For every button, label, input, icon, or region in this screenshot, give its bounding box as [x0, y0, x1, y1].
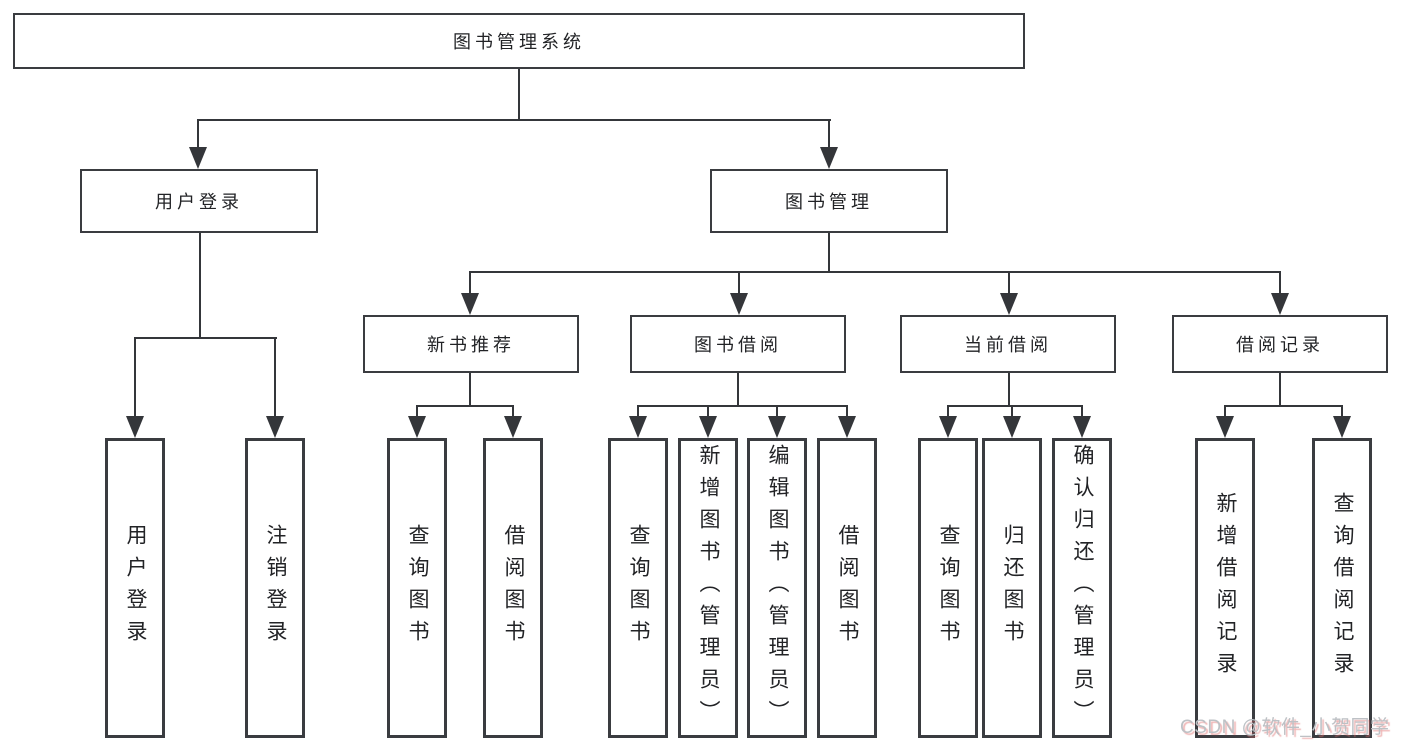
arrow-down — [1271, 293, 1289, 315]
arrow-down — [768, 416, 786, 438]
csdn-watermark: CSDN @软件_小贺同学 — [1180, 717, 1390, 738]
leaf-add-book-admin: 新增图书（管理员） — [678, 438, 738, 738]
leaf-label: 用户登录 — [124, 524, 148, 652]
connector — [469, 271, 471, 295]
connector — [199, 232, 201, 338]
connector — [512, 405, 514, 418]
leaf-label: 编辑图书（管理员） — [766, 444, 790, 732]
node-current-borrow: 当前借阅 — [900, 315, 1116, 373]
connector — [469, 371, 471, 407]
connector — [947, 405, 949, 418]
leaf-label: 确认归还（管理员） — [1071, 444, 1095, 732]
arrow-down — [629, 416, 647, 438]
arrow-down — [461, 293, 479, 315]
connector — [1224, 405, 1226, 418]
node-book-management: 图书管理 — [710, 169, 948, 233]
connector — [776, 405, 778, 418]
connector — [707, 405, 709, 418]
leaf-user-login: 用户登录 — [105, 438, 165, 738]
connector — [1279, 371, 1281, 407]
leaf-query-books-current: 查询图书 — [918, 438, 978, 738]
leaf-return-book: 归还图书 — [982, 438, 1042, 738]
node-borrow-records: 借阅记录 — [1172, 315, 1388, 373]
connector — [828, 119, 830, 149]
leaf-label: 查询借阅记录 — [1331, 492, 1355, 684]
arrow-down — [699, 416, 717, 438]
connector — [947, 405, 1083, 407]
leaf-label: 注销登录 — [264, 524, 288, 652]
leaf-borrow-book: 借阅图书 — [817, 438, 877, 738]
node-user-login: 用户登录 — [80, 169, 318, 233]
connector — [1081, 405, 1083, 418]
leaf-query-books-recommend: 查询图书 — [387, 438, 447, 738]
connector — [416, 405, 514, 407]
arrow-down — [1003, 416, 1021, 438]
leaf-borrow-books-recommend: 借阅图书 — [483, 438, 543, 738]
connector — [1279, 271, 1281, 295]
connector — [1224, 405, 1343, 407]
connector — [637, 405, 848, 407]
connector — [1008, 371, 1010, 407]
connector — [416, 405, 418, 418]
arrow-down — [730, 293, 748, 315]
leaf-label: 新增图书（管理员） — [697, 444, 721, 732]
leaf-add-borrow-record: 新增借阅记录 — [1195, 438, 1255, 738]
arrow-down — [266, 416, 284, 438]
connector — [846, 405, 848, 418]
leaf-label: 归还图书 — [1001, 524, 1025, 652]
connector — [274, 337, 276, 418]
connector — [1011, 405, 1013, 418]
arrow-down — [939, 416, 957, 438]
leaf-logout: 注销登录 — [245, 438, 305, 738]
leaf-label: 查询图书 — [937, 524, 961, 652]
arrow-down — [504, 416, 522, 438]
connector — [469, 271, 1281, 273]
arrow-down — [189, 147, 207, 169]
connector — [737, 371, 739, 407]
connector — [518, 68, 520, 121]
connector — [134, 337, 277, 339]
connector — [197, 119, 831, 121]
arrow-down — [126, 416, 144, 438]
connector — [197, 119, 199, 149]
node-book-borrow: 图书借阅 — [630, 315, 846, 373]
leaf-label: 借阅图书 — [836, 524, 860, 652]
connector — [637, 405, 639, 418]
node-library-system: 图书管理系统 — [13, 13, 1025, 69]
leaf-label: 查询图书 — [627, 524, 651, 652]
leaf-label: 新增借阅记录 — [1214, 492, 1238, 684]
arrow-down — [1333, 416, 1351, 438]
arrow-down — [408, 416, 426, 438]
arrow-down — [1000, 293, 1018, 315]
connector — [1341, 405, 1343, 418]
leaf-label: 查询图书 — [406, 524, 430, 652]
arrow-down — [1073, 416, 1091, 438]
leaf-confirm-return-admin: 确认归还（管理员） — [1052, 438, 1112, 738]
arrow-down — [1216, 416, 1234, 438]
leaf-query-borrow-record: 查询借阅记录 — [1312, 438, 1372, 738]
node-new-book-recommend: 新书推荐 — [363, 315, 579, 373]
connector — [828, 232, 830, 273]
connector — [738, 271, 740, 295]
leaf-edit-book-admin: 编辑图书（管理员） — [747, 438, 807, 738]
connector — [134, 337, 136, 418]
leaf-query-books-borrow: 查询图书 — [608, 438, 668, 738]
connector — [1008, 271, 1010, 295]
arrow-down — [820, 147, 838, 169]
arrow-down — [838, 416, 856, 438]
leaf-label: 借阅图书 — [502, 524, 526, 652]
